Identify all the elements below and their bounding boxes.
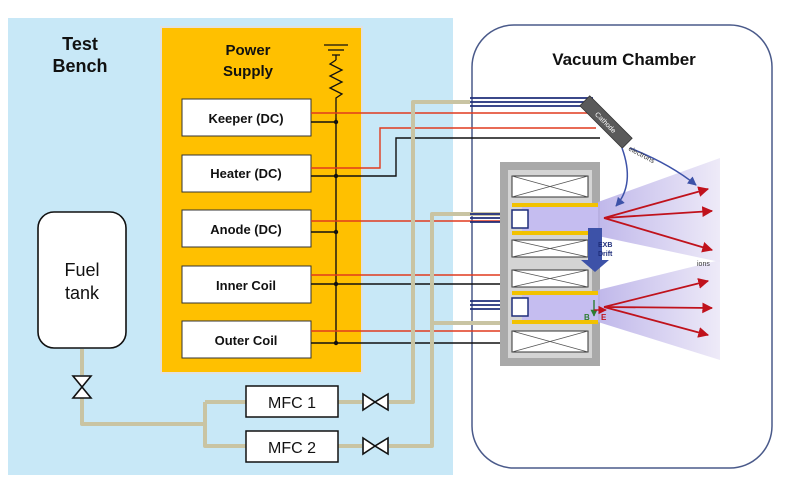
field-markers xyxy=(590,300,607,317)
coil-outer-top xyxy=(511,175,589,198)
supply-box-heater: Heater (DC) xyxy=(181,154,312,193)
supply-label-heater: Heater (DC) xyxy=(210,166,282,181)
supply-label-inner-coil: Inner Coil xyxy=(216,278,276,293)
mfc2-box: MFC 2 xyxy=(245,430,339,463)
ions-label: ions xyxy=(697,261,710,268)
power-supply-title-line2: Supply xyxy=(223,63,274,80)
coil-inner-upper xyxy=(511,239,589,258)
supply-box-outer-coil: Outer Coil xyxy=(181,320,312,359)
anode-lower xyxy=(511,297,529,317)
mfc1-box: MFC 1 xyxy=(245,385,339,418)
supply-box-anode: Anode (DC) xyxy=(181,209,312,248)
mfc2-valve-icon xyxy=(362,436,389,456)
exb-label-line2: Drift xyxy=(598,251,613,258)
anode-upper xyxy=(511,209,529,229)
ground-resistor-icon xyxy=(324,44,348,118)
test-bench-title-line1: Test xyxy=(62,34,98,54)
bus-junctions xyxy=(333,119,339,346)
b-field-label: B xyxy=(584,313,590,322)
test-bench-title-line2: Bench xyxy=(52,56,107,76)
coil-inner-lower xyxy=(511,269,589,288)
fuel-tank-label-line2: tank xyxy=(65,283,100,303)
mfc1-valve-icon xyxy=(362,392,389,412)
supply-label-keeper: Keeper (DC) xyxy=(208,111,283,126)
supply-label-outer-coil: Outer Coil xyxy=(215,333,278,348)
electron-arrows xyxy=(615,147,697,207)
tank-valve-icon xyxy=(71,375,93,399)
exb-drift-arrow xyxy=(581,228,609,272)
fuel-tank xyxy=(37,211,127,349)
e-field-label: E xyxy=(601,313,607,322)
channel-upper xyxy=(511,203,598,235)
power-supply-title-line1: Power xyxy=(225,42,270,59)
exb-label-line1: EXB xyxy=(598,242,612,249)
ion-arrows xyxy=(603,186,714,338)
supply-box-keeper: Keeper (DC) xyxy=(181,98,312,137)
mfc1-label: MFC 1 xyxy=(268,395,316,412)
thruster-inner-core xyxy=(508,170,592,358)
mfc2-label: MFC 2 xyxy=(268,440,316,457)
coil-outer-bottom xyxy=(511,330,589,353)
vacuum-chamber-title: Vacuum Chamber xyxy=(552,50,696,69)
gas-lines xyxy=(80,100,500,448)
channel-lower xyxy=(511,291,598,324)
fuel-tank-label-line1: Fuel xyxy=(64,260,99,280)
supply-box-inner-coil: Inner Coil xyxy=(181,265,312,304)
supply-label-anode: Anode (DC) xyxy=(210,222,282,237)
power-supply-panel xyxy=(160,26,363,374)
